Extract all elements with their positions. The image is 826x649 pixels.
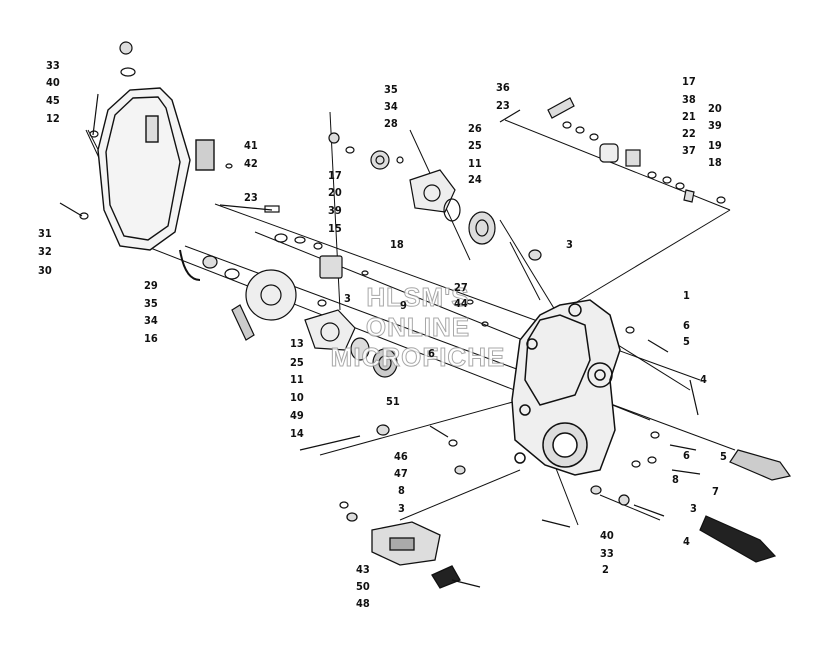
part-number-label: 37 bbox=[682, 144, 696, 157]
part-number-label: 42 bbox=[244, 157, 258, 170]
part-number-label: 4 bbox=[700, 373, 707, 386]
part-number-label: 38 bbox=[682, 93, 696, 106]
part-number-label: 12 bbox=[46, 112, 60, 125]
part-number-label: 20 bbox=[328, 186, 342, 199]
part-number-label: 30 bbox=[38, 264, 52, 277]
part-number-label: 33 bbox=[600, 547, 614, 560]
part-number-label: 43 bbox=[356, 563, 370, 576]
part-number-label: 23 bbox=[244, 191, 258, 204]
part-number-label: 34 bbox=[384, 100, 398, 113]
part-number-label: 5 bbox=[720, 450, 727, 463]
part-number-label: 3 bbox=[690, 502, 697, 515]
part-number-label: 39 bbox=[708, 119, 722, 132]
part-number-label: 25 bbox=[290, 356, 304, 369]
part-number-label: 33 bbox=[46, 59, 60, 72]
part-number-label: 29 bbox=[144, 279, 158, 292]
chaincase bbox=[511, 299, 621, 476]
part-number-label: 40 bbox=[600, 529, 614, 542]
part-number-label: 27 bbox=[454, 281, 468, 294]
gearcase-cover bbox=[97, 87, 215, 251]
part-number-label: 44 bbox=[454, 297, 468, 310]
part-number-label: 20 bbox=[708, 102, 722, 115]
fasteners bbox=[59, 41, 792, 563]
part-number-label: 49 bbox=[290, 409, 304, 422]
part-number-label: 32 bbox=[38, 245, 52, 258]
part-number-label: 19 bbox=[708, 139, 722, 152]
part-number-label: 5 bbox=[683, 335, 690, 348]
part-number-label: 2 bbox=[602, 563, 609, 576]
part-number-label: 3 bbox=[344, 292, 351, 305]
part-number-label: 8 bbox=[672, 473, 679, 486]
part-number-label: 13 bbox=[290, 337, 304, 350]
part-number-label: 18 bbox=[708, 156, 722, 169]
part-number-label: 16 bbox=[144, 332, 158, 345]
part-number-label: 45 bbox=[46, 94, 60, 107]
part-number-label: 25 bbox=[468, 139, 482, 152]
part-number-label: 6 bbox=[683, 319, 690, 332]
part-number-label: 18 bbox=[390, 238, 404, 251]
part-number-label: 41 bbox=[244, 139, 258, 152]
part-number-label: 17 bbox=[682, 75, 696, 88]
part-number-label: 28 bbox=[384, 117, 398, 130]
part-number-label: 50 bbox=[356, 580, 370, 593]
part-number-label: 34 bbox=[144, 314, 158, 327]
part-number-label: 46 bbox=[394, 450, 408, 463]
part-number-label: 40 bbox=[46, 76, 60, 89]
part-number-label: 31 bbox=[38, 227, 52, 240]
part-number-label: 47 bbox=[394, 467, 408, 480]
part-number-label: 6 bbox=[428, 347, 435, 360]
part-number-label: 36 bbox=[496, 81, 510, 94]
part-number-label: 9 bbox=[400, 299, 407, 312]
part-number-label: 4 bbox=[683, 535, 690, 548]
part-number-label: 22 bbox=[682, 127, 696, 140]
part-number-label: 8 bbox=[398, 484, 405, 497]
tensioner-assembly bbox=[339, 501, 481, 589]
part-number-label: 7 bbox=[712, 485, 719, 498]
part-number-label: 48 bbox=[356, 597, 370, 610]
part-number-label: 51 bbox=[386, 395, 400, 408]
part-number-label: 3 bbox=[398, 502, 405, 515]
part-number-label: 15 bbox=[328, 222, 342, 235]
part-number-label: 10 bbox=[290, 391, 304, 404]
part-number-label: 11 bbox=[290, 373, 304, 386]
part-number-label: 39 bbox=[328, 204, 342, 217]
part-number-label: 6 bbox=[683, 449, 690, 462]
part-number-label: 3 bbox=[566, 238, 573, 251]
part-number-label: 24 bbox=[468, 173, 482, 186]
part-number-label: 17 bbox=[328, 169, 342, 182]
part-number-label: 11 bbox=[468, 157, 482, 170]
part-number-label: 21 bbox=[682, 110, 696, 123]
part-number-label: 26 bbox=[468, 122, 482, 135]
part-number-label: 14 bbox=[290, 427, 304, 440]
part-number-label: 23 bbox=[496, 99, 510, 112]
part-number-label: 35 bbox=[384, 83, 398, 96]
part-number-label: 1 bbox=[683, 289, 690, 302]
part-number-label: 35 bbox=[144, 297, 158, 310]
